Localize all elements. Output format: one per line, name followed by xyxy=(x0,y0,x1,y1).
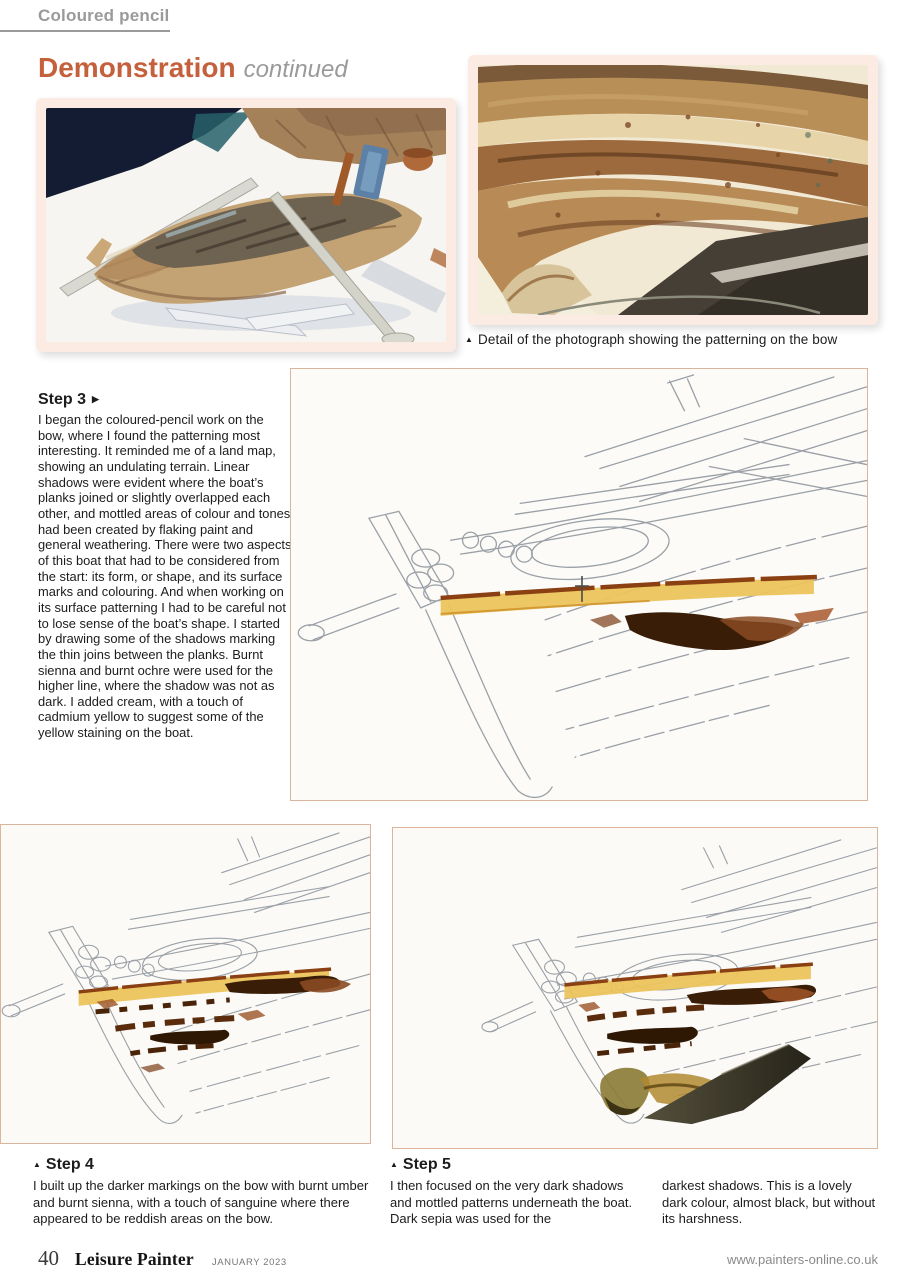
step5-body: I then focused on the very dark shadows … xyxy=(390,1178,880,1228)
section-label: Coloured pencil xyxy=(38,6,170,25)
step5-drawing xyxy=(392,827,878,1149)
page-title: Demonstration xyxy=(38,52,236,83)
step3-heading-text: Step 3 xyxy=(38,391,87,408)
footer-left: 40 Leisure Painter JANUARY 2023 xyxy=(38,1246,287,1271)
page-title-suffix: continued xyxy=(243,56,348,83)
step3-arrow-icon: ▶ xyxy=(92,394,99,404)
step5-heading-text: Step 5 xyxy=(402,1156,451,1173)
step4-text-block: ▲ Step 4 I built up the darker markings o… xyxy=(33,1156,371,1228)
step5-drawing-illustration xyxy=(393,828,877,1148)
step4-body-text: I built up the darker markings on the bo… xyxy=(33,1178,369,1226)
boat-reference-photo xyxy=(36,98,456,352)
section-underline xyxy=(0,30,170,32)
step4-heading-text: Step 4 xyxy=(45,1156,94,1173)
magazine-logo: Leisure Painter xyxy=(75,1249,194,1269)
step3-text-block: Step 3 ▶ I began the coloured-pencil work… xyxy=(38,391,292,741)
step5-triangle-icon: ▲ xyxy=(390,1160,398,1169)
step3-drawing-illustration xyxy=(291,369,867,800)
page-number: 40 xyxy=(38,1246,59,1270)
step5-body-col2: darkest shadows. This is a lovely dark c… xyxy=(662,1178,876,1226)
page-title-row: Demonstration continued xyxy=(38,52,348,84)
detail-photo-caption: ▲ Detail of the photograph showing the pa… xyxy=(465,332,837,347)
step4-drawing-illustration xyxy=(1,825,370,1143)
detail-caption-text: Detail of the photograph showing the pat… xyxy=(478,332,838,347)
boat-photo-illustration xyxy=(46,108,446,342)
caption-triangle-icon: ▲ xyxy=(465,335,474,344)
step3-heading: Step 3 ▶ xyxy=(38,391,292,409)
step4-triangle-icon: ▲ xyxy=(33,1160,41,1169)
issue-date: JANUARY 2023 xyxy=(211,1257,287,1268)
step3-drawing xyxy=(290,368,868,801)
bow-detail-photo xyxy=(468,55,878,325)
step5-heading: ▲ Step 5 xyxy=(390,1156,880,1174)
website-url: www.painters-online.co.uk xyxy=(726,1252,878,1267)
step4-heading: ▲ Step 4 xyxy=(33,1156,371,1174)
step4-drawing xyxy=(0,824,371,1144)
step5-text-block: ▲ Step 5 I then focused on the very dark … xyxy=(390,1156,880,1228)
step5-body-col1: I then focused on the very dark shadows … xyxy=(390,1178,633,1226)
step3-body-text: I began the coloured-pencil work on the … xyxy=(38,412,292,741)
bow-detail-illustration xyxy=(478,65,868,315)
